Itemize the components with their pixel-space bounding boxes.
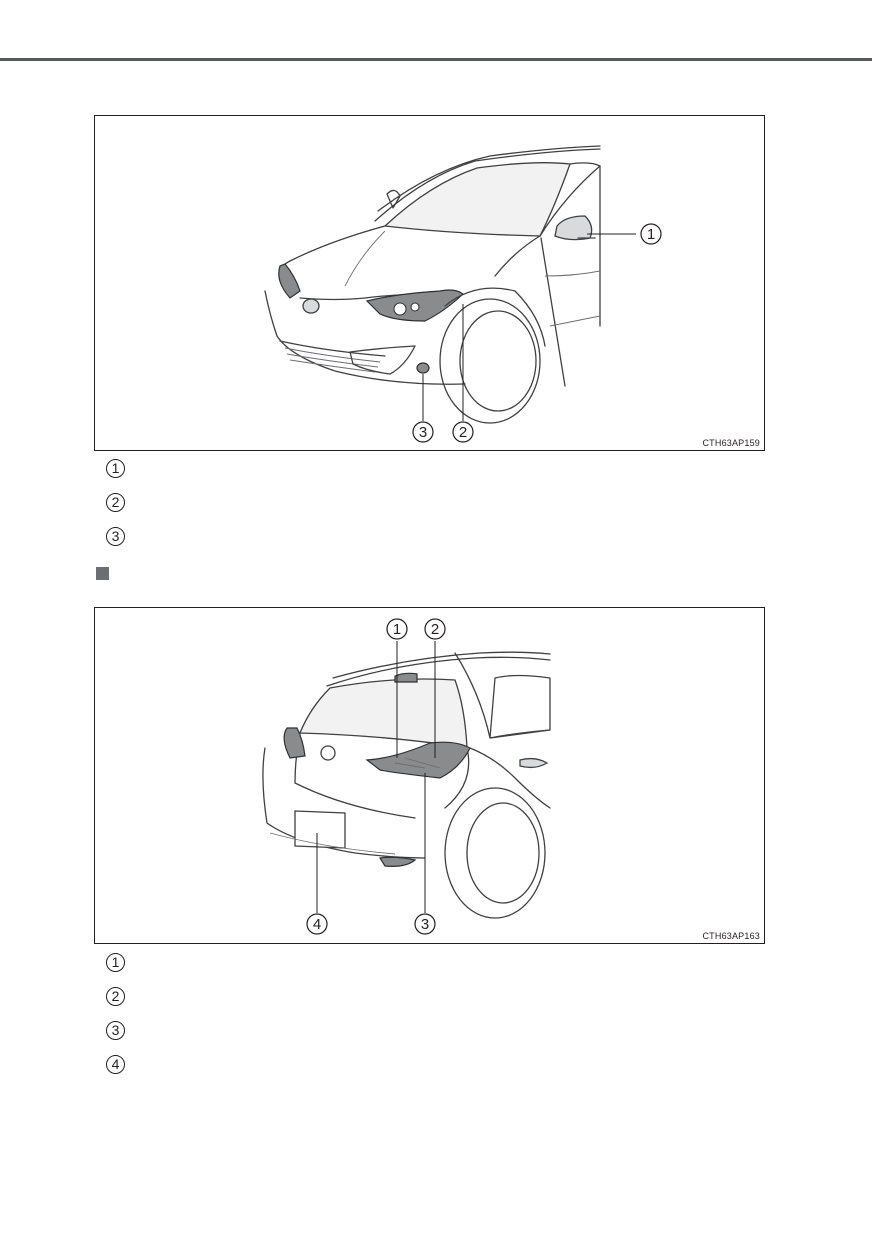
front-legend-number-1: 1 <box>106 459 125 478</box>
rear-car-figure: 1 2 3 4 CTH63AP163 <box>94 607 765 944</box>
rear-legend-number-1: 1 <box>106 953 125 972</box>
rear-legend-number-4: 4 <box>106 1055 125 1074</box>
rear-legend-item-4: 4 <box>106 1055 506 1077</box>
front-legend-item-3: 3 <box>106 527 506 549</box>
section-marker <box>96 567 109 580</box>
rear-legend-item-2: 2 <box>106 987 506 1009</box>
rear-legend-number-2: 2 <box>106 987 125 1006</box>
front-legend-item-2: 2 <box>106 493 506 515</box>
front-legend-number-2: 2 <box>106 493 125 512</box>
front-legend-item-1: 1 <box>106 459 506 481</box>
rear-legend-item-1: 1 <box>106 953 506 975</box>
header-rule <box>0 58 872 61</box>
front-figure-code: CTH63AP159 <box>702 438 760 448</box>
rear-figure-code: CTH63AP163 <box>702 931 760 941</box>
rear-car-illustration <box>262 641 551 919</box>
rear-legend-number-3: 3 <box>106 1021 125 1040</box>
front-legend-number-3: 3 <box>106 527 125 546</box>
front-car-illustration <box>264 145 636 424</box>
rear-legend-item-3: 3 <box>106 1021 506 1043</box>
front-car-figure: 1 2 3 CTH63AP159 <box>94 115 765 451</box>
